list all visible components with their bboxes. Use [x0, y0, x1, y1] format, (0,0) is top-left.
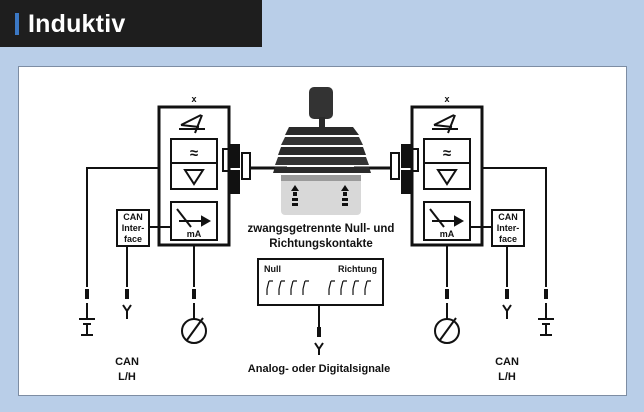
contacts-box	[257, 258, 384, 306]
right-battery-icon	[538, 303, 554, 336]
title-bar: Induktiv	[0, 0, 262, 47]
switch-contacts-icon	[266, 280, 371, 295]
left-axis-label: x	[191, 94, 196, 104]
inductive-joystick-diagram: ≈ mA x	[79, 87, 554, 383]
left-supply-wire	[86, 167, 159, 287]
right-coil-icon	[390, 144, 419, 194]
left-gauge-icon	[181, 303, 207, 344]
right-ac-symbol: ≈	[443, 145, 451, 162]
left-ac-symbol: ≈	[190, 145, 198, 162]
joystick-icon	[273, 87, 371, 215]
svg-text:CAN: CAN	[123, 212, 143, 222]
left-sensor-module: ≈ mA	[157, 105, 231, 247]
contacts-caption-line1: zwangsgetrennte Null- und	[248, 223, 395, 235]
right-can-plug-icon	[502, 304, 512, 319]
left-can-interface-box: CAN Inter- face	[122, 212, 145, 244]
left-converter-icon	[176, 208, 212, 228]
right-converter-icon	[429, 208, 465, 228]
null-label: Null	[264, 264, 281, 274]
svg-text:Inter-: Inter-	[497, 223, 520, 233]
left-sensor-symbol-icon	[179, 114, 205, 134]
left-amplifier-icon	[183, 169, 205, 186]
right-amplifier-icon	[436, 169, 458, 186]
right-sensor-module: ≈ mA	[410, 105, 484, 247]
left-can-plug-icon	[122, 304, 132, 319]
right-sensor-symbol-icon	[432, 114, 458, 134]
svg-text:CAN: CAN	[498, 212, 518, 222]
left-can-lh-label: L/H	[118, 371, 136, 383]
left-can-bus-label: CAN	[115, 356, 139, 368]
diagram-panel: ≈ mA x	[18, 66, 627, 396]
right-can-bus-label: CAN	[495, 356, 519, 368]
contacts-caption-line2: Richtungskontakte	[269, 238, 373, 250]
richtung-label: Richtung	[338, 264, 377, 274]
left-ma-label: mA	[187, 229, 202, 239]
svg-text:face: face	[499, 234, 517, 244]
figure-title: Induktiv	[28, 10, 126, 38]
left-battery-icon	[79, 303, 95, 336]
right-ma-label: mA	[440, 229, 455, 239]
title-accent-bar	[15, 13, 19, 35]
right-axis-label: x	[444, 94, 449, 104]
right-gauge-icon	[434, 303, 460, 344]
output-plug-icon	[314, 342, 324, 355]
right-can-interface-box: CAN Inter- face	[497, 212, 520, 244]
right-supply-wire	[482, 167, 547, 287]
right-can-lh-label: L/H	[498, 371, 516, 383]
svg-text:face: face	[124, 234, 142, 244]
svg-text:Inter-: Inter-	[122, 223, 145, 233]
output-caption: Analog- oder Digitalsignale	[248, 363, 390, 375]
left-coil-icon	[222, 144, 251, 194]
